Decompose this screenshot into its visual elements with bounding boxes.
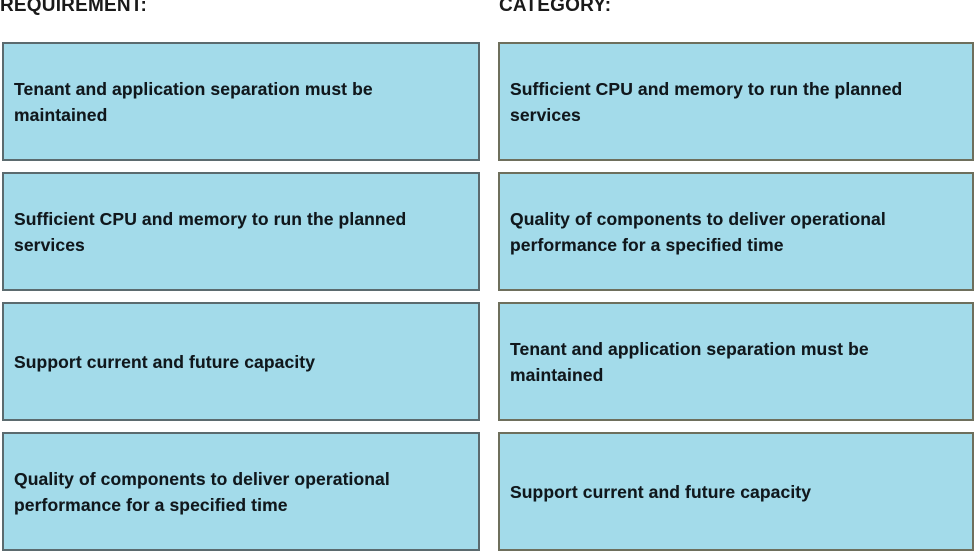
requirement-card-4-label: Quality of components to deliver operati… xyxy=(14,468,390,515)
category-column-header: CATEGORY: xyxy=(499,0,612,16)
requirement-card-3-label: Support current and future capacity xyxy=(14,351,316,372)
requirement-card-3[interactable]: Support current and future capacity xyxy=(2,302,480,421)
category-card-4[interactable]: Support current and future capacity xyxy=(498,432,974,551)
category-card-3[interactable]: Tenant and application separation must b… xyxy=(498,302,974,421)
category-card-1-label: Sufficient CPU and memory to run the pla… xyxy=(510,78,903,125)
category-card-4-label: Support current and future capacity xyxy=(510,481,812,502)
category-column: Sufficient CPU and memory to run the pla… xyxy=(498,42,974,551)
category-card-3-label: Tenant and application separation must b… xyxy=(510,338,869,385)
category-card-2-label: Quality of components to deliver operati… xyxy=(510,208,886,255)
requirement-card-2-label: Sufficient CPU and memory to run the pla… xyxy=(14,208,407,255)
requirement-column-header: REQUIREMENT: xyxy=(0,0,148,16)
category-card-1[interactable]: Sufficient CPU and memory to run the pla… xyxy=(498,42,974,161)
requirement-card-1[interactable]: Tenant and application separation must b… xyxy=(2,42,480,161)
requirement-card-4[interactable]: Quality of components to deliver operati… xyxy=(2,432,480,551)
requirement-column: Tenant and application separation must b… xyxy=(2,42,480,551)
requirement-card-1-label: Tenant and application separation must b… xyxy=(14,78,373,125)
category-card-2[interactable]: Quality of components to deliver operati… xyxy=(498,172,974,291)
requirement-card-2[interactable]: Sufficient CPU and memory to run the pla… xyxy=(2,172,480,291)
